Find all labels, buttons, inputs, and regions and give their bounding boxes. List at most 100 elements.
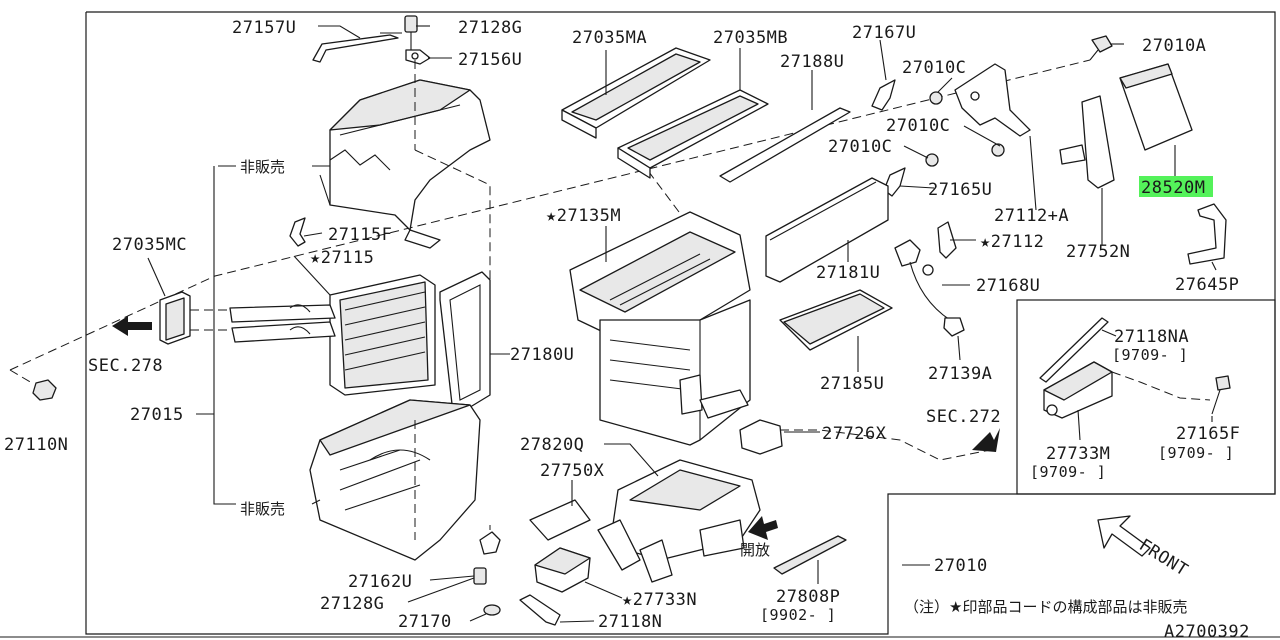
part-27726X-actuator (739, 419, 991, 461)
part-27167U-link (871, 79, 896, 111)
part-27112A-bracket (954, 63, 1031, 137)
part-27035MB-filter (617, 89, 769, 179)
part-27118N-rod (519, 594, 561, 626)
label-27168U: 27168U (976, 276, 1040, 296)
label-27808P: 27808P (776, 587, 840, 607)
label-27181U: 27181U (816, 263, 880, 283)
label-27188U: 27188U (780, 52, 844, 72)
part-27752N-bracket (1059, 95, 1115, 189)
label-27820Q: 27820Q (520, 435, 584, 455)
part-27733N-amplifier (534, 547, 591, 593)
label-bracket-9709-a: [9709- ] (1112, 346, 1188, 364)
sec272-arrow (972, 428, 1000, 452)
label-sec272: SEC.272 (926, 407, 1001, 427)
label-hanbai-bottom: 非販売 (240, 500, 285, 518)
label-27112: ★27112 (980, 232, 1044, 252)
label-27162U: 27162U (348, 572, 412, 592)
part-27010C-washer-1 (929, 91, 943, 105)
label-27115: ★27115 (310, 248, 374, 268)
part-27168U-27139A-cable (894, 239, 965, 337)
part-27645P-bracket (1187, 203, 1227, 265)
label-27010: 27010 (934, 556, 988, 576)
part-28520M-module (1119, 63, 1193, 151)
part-27110N-nut (32, 379, 57, 401)
label-27157U: 27157U (232, 18, 296, 38)
part-27115-heater-core (229, 274, 436, 396)
label-27010C-2: 27010C (886, 116, 950, 136)
label-27115F: 27115F (328, 225, 392, 245)
label-27135M: ★27135M (546, 206, 621, 226)
label-27010A: 27010A (1142, 36, 1206, 56)
label-27035MA: 27035MA (572, 28, 647, 48)
label-27128G-top: 27128G (458, 18, 522, 38)
label-27185U: 27185U (820, 374, 884, 394)
part-27035MA-filter (561, 47, 711, 139)
label-27726X: 27726X (822, 424, 887, 444)
part-27112-lever (937, 221, 957, 259)
label-27180U: 27180U (510, 345, 574, 365)
label-sec278: SEC.278 (88, 356, 163, 376)
sec278-arrow (112, 316, 152, 336)
label-27110N: 27110N (4, 435, 68, 455)
label-27112A: 27112+A (994, 206, 1069, 226)
upper-case-housing (319, 60, 491, 380)
label-27010C-1: 27010C (902, 58, 966, 78)
label-bracket-9709-c: [9709- ] (1030, 463, 1106, 481)
label-27165F: 27165F (1176, 424, 1240, 444)
label-27035MC: 27035MC (112, 235, 187, 255)
part-27181U-filter (765, 177, 889, 283)
part-27010A-bolt (1089, 35, 1113, 61)
part-27185U-filter (779, 289, 893, 351)
part-27808P-strip (773, 535, 847, 575)
part-27135M-intake-case (569, 211, 751, 446)
label-27118N: 27118N (598, 612, 662, 632)
label-27170: 27170 (398, 612, 452, 632)
label-27167U: 27167U (852, 23, 916, 43)
label-27139A: 27139A (928, 364, 992, 384)
sub-27118NA-rod (1039, 317, 1109, 383)
part-27750X-bracket (529, 499, 591, 541)
sub-27733M-amplifier (1043, 361, 1113, 419)
part-27180U-seal (439, 271, 491, 413)
part-27010C-washer-3 (925, 153, 939, 167)
label-bracket-9902: [9902- ] (760, 606, 836, 624)
highlight-28520 (1139, 176, 1213, 197)
diagram-id: A2700392 (1164, 622, 1250, 640)
part-27115F-pipe (289, 217, 306, 247)
front-direction-arrow (1097, 515, 1151, 557)
label-27733N: ★27733N (622, 590, 697, 610)
part-27128G-clip-top (404, 15, 418, 50)
label-27118NA: 27118NA (1114, 327, 1189, 347)
label-27128G-bottom: 27128G (320, 594, 384, 614)
lower-case-housing (309, 399, 481, 561)
sub-assembly-frame (1016, 299, 1276, 495)
sub-27165F-bolt (1211, 375, 1231, 415)
label-27015: 27015 (130, 405, 184, 425)
part-27157U-rod (312, 32, 402, 63)
part-27035MC-seal (159, 291, 232, 345)
label-front: FRONT (1135, 535, 1191, 580)
label-hanbai-top: 非販売 (240, 158, 285, 176)
label-kaiho: 開放 (740, 541, 770, 559)
label-27010C-3: 27010C (828, 137, 892, 157)
part-27170-cap (483, 604, 501, 616)
label-bracket-9709-b: [9709- ] (1158, 444, 1234, 462)
part-27188U-strip (719, 107, 851, 183)
part-27156U-lever (405, 49, 431, 65)
part-27010C-washer-2 (991, 143, 1005, 157)
label-28520M: 28520M (1141, 178, 1205, 198)
leader-lines (147, 25, 1217, 623)
label-27645P: 27645P (1175, 275, 1239, 295)
label-27750X: 27750X (540, 461, 605, 481)
open-arrow (748, 516, 778, 540)
label-27156U: 27156U (458, 50, 522, 70)
label-27165U: 27165U (928, 180, 992, 200)
part-27162U-link (479, 525, 501, 555)
part-27820Q-duct (597, 459, 761, 583)
label-27733M: 27733M (1046, 444, 1110, 464)
part-27128G-clip-bottom (473, 567, 487, 585)
label-27035MB: 27035MB (713, 28, 788, 48)
footnote: （注）★印部品コードの構成部品は非販売 (904, 598, 1187, 616)
label-27752N: 27752N (1066, 242, 1130, 262)
